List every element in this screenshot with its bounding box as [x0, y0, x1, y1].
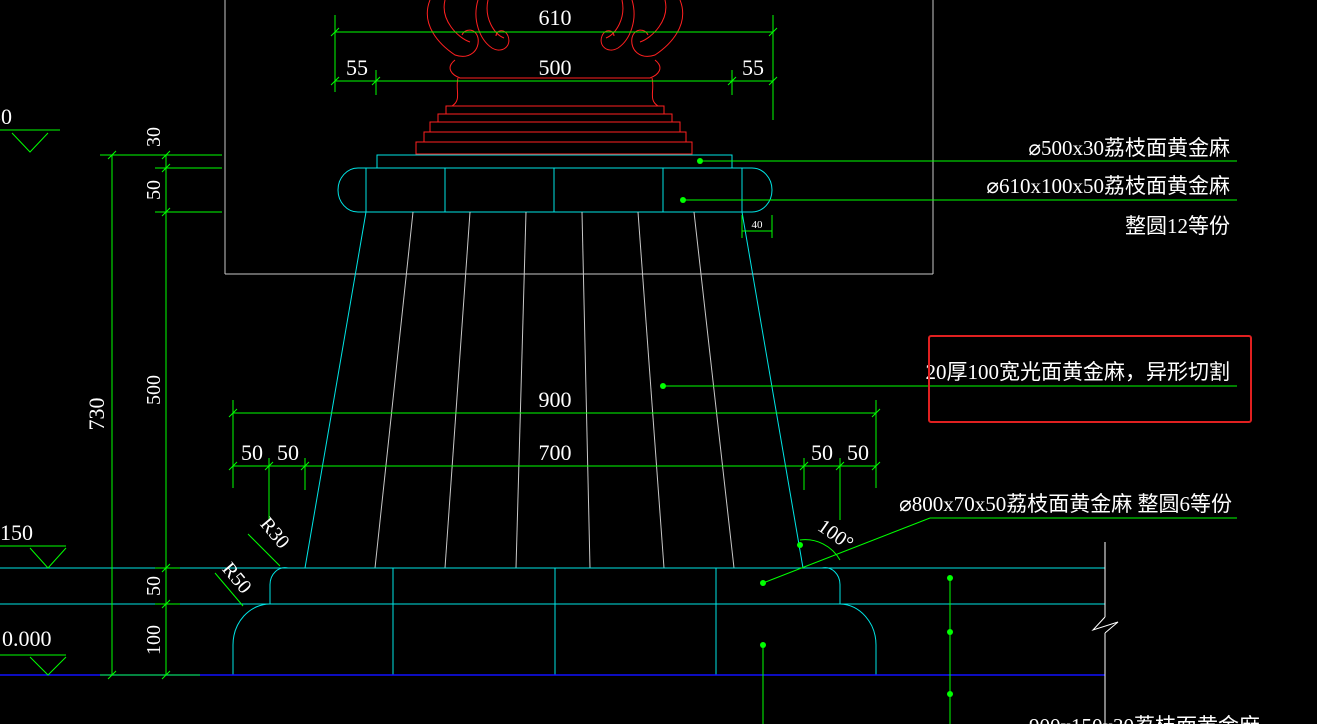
break-line [1091, 542, 1119, 724]
dim-30-vertical: 30 [143, 127, 165, 147]
annotation-bottom-partial: 900x150x30荔枝面黄金麻 [1029, 714, 1260, 724]
dim-40: 40 [752, 219, 764, 231]
dim-100-vertical: 100 [143, 625, 165, 655]
elevation-top: 50 [0, 104, 12, 129]
column-outline [304, 154, 804, 569]
dim-50-c: 50 [811, 440, 833, 465]
urn-ornament [415, 0, 693, 155]
dim-50-b: 50 [277, 440, 299, 465]
dim-730-vertical: 730 [84, 398, 109, 431]
dim-700: 700 [539, 440, 572, 465]
annotation-cap-610: ⌀610x100x50荔枝面黄金麻 [986, 174, 1230, 198]
highlight-box [928, 335, 1252, 423]
dim-55-left: 55 [346, 55, 368, 80]
annotation-cap-divide: 整圆12等份 [1125, 214, 1230, 238]
dim-50-a: 50 [241, 440, 263, 465]
material-annotations: ⌀500x30荔枝面黄金麻 ⌀610x100x50荔枝面黄金麻 整圆12等份 2… [899, 136, 1260, 724]
annotation-base-800: ⌀800x70x50荔枝面黄金麻 整圆6等份 [899, 492, 1232, 516]
leader-dots [660, 158, 953, 697]
dimension-text: 610 55 500 55 40 900 50 50 700 50 50 30 … [84, 5, 869, 655]
radius-r50: R50 [217, 558, 255, 598]
dim-610: 610 [539, 5, 572, 30]
elevation-150: 150 [0, 520, 33, 545]
dimension-lines [0, 15, 1237, 724]
dim-50-vertical-bottom: 50 [143, 576, 165, 596]
shaft-flutes [374, 211, 735, 569]
dim-500-vertical: 500 [143, 375, 165, 405]
column-base [0, 567, 1105, 675]
dimension-ticks [107, 27, 881, 680]
upper-frame [224, 0, 934, 275]
elevation-text: 50 150 0.000 [0, 104, 52, 651]
annotation-shaft: 20厚100宽光面黄金麻，异形切割 [926, 360, 1231, 384]
dim-55-right: 55 [742, 55, 764, 80]
dim-500-top: 500 [539, 55, 572, 80]
dim-50-vertical-top: 50 [143, 180, 165, 200]
dim-900: 900 [539, 387, 572, 412]
annotation-cap-500: ⌀500x30荔枝面黄金麻 [1028, 136, 1230, 160]
elevation-ground: 0.000 [2, 626, 52, 651]
dim-50-d: 50 [847, 440, 869, 465]
